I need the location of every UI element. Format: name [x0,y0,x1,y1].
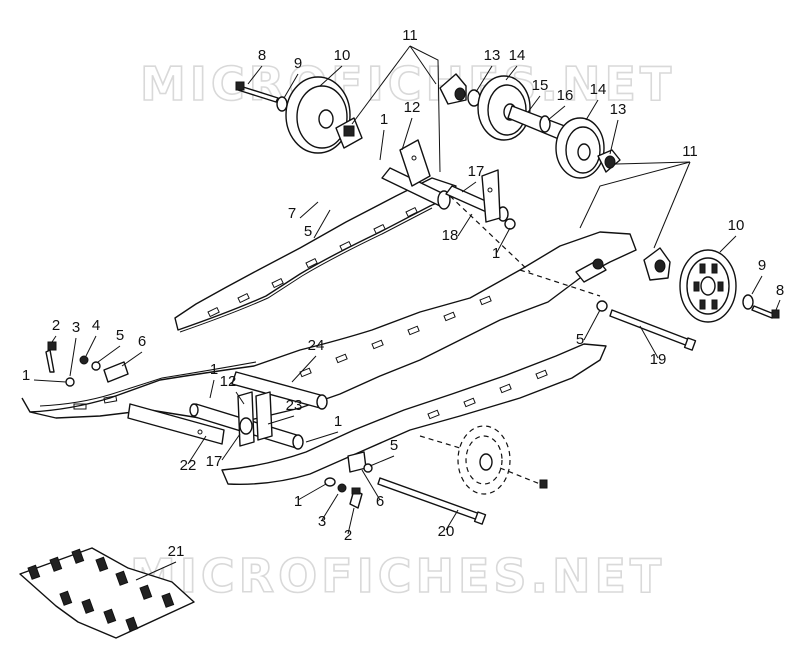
callout-2: 2 [344,527,352,544]
bearing-cap-top-left [335,117,363,149]
callout-18: 18 [442,227,459,244]
lower-hardware [324,451,373,509]
callout-5: 5 [390,437,398,454]
rail-lower [221,343,607,485]
callout-7: 7 [288,205,296,222]
idler-wheel-right [679,249,780,323]
rail-front [21,231,637,421]
callout-10: 10 [334,47,351,64]
callout-20: 20 [438,523,455,540]
callout-1: 1 [210,361,218,378]
callout-14: 14 [509,47,526,64]
upper-bracket [399,139,501,223]
callout-24: 24 [308,337,325,354]
cross-tube-24 [231,371,328,410]
callout-10: 10 [728,217,745,234]
callout-5: 5 [116,327,124,344]
rail-connect-dash [449,195,531,273]
callout-1: 1 [22,367,30,384]
callout-1: 1 [380,111,388,128]
callout-6: 6 [376,493,384,510]
callout-8: 8 [258,47,266,64]
idler-wheel-top-left [235,76,351,154]
callout-3: 3 [72,319,80,336]
lower-shaft-assembly [189,391,304,450]
callout-21: 21 [168,543,185,560]
callout-15: 15 [532,77,549,94]
callout-19: 19 [650,351,667,368]
callout-16: 16 [557,87,574,104]
callout-11: 11 [402,27,418,44]
callout-22: 22 [180,457,197,474]
long-bolt-upper [609,309,697,351]
rear-wheel-dashed [377,425,548,525]
callout-13: 13 [484,47,501,64]
callout-9: 9 [758,257,766,274]
leader-lines [33,45,781,581]
callout-5: 5 [304,223,312,240]
crossmember-22 [127,403,225,445]
callout-1: 1 [492,245,500,262]
callout-9: 9 [294,55,302,72]
callout-12: 12 [404,99,421,116]
callout-17: 17 [468,163,485,180]
watermark-top: MICROFICHES.NET [140,57,675,111]
rail-rear [174,177,457,333]
callout-2: 2 [52,317,60,334]
callout-5: 5 [576,331,584,348]
bearing-cap-right [643,247,671,281]
callout-6: 6 [138,333,146,350]
callout-12: 12 [220,373,237,390]
left-hardware [45,341,129,387]
callout-3: 3 [318,513,326,530]
slide-assembly-21 [19,547,195,639]
callout-11: 11 [682,143,698,160]
idler-axle-assembly [467,75,621,179]
callout-8: 8 [776,282,784,299]
callout-23: 23 [286,397,303,414]
callout-1: 1 [334,413,342,430]
rear-adjuster [575,258,608,312]
callout-13: 13 [610,101,627,118]
callout-17: 17 [206,453,223,470]
watermark-bottom: MICROFICHES.NET [130,549,665,603]
callout-1: 1 [294,493,302,510]
callout-4: 4 [92,317,100,334]
bearing-cap-top-center [439,73,467,105]
callout-14: 14 [590,81,607,98]
